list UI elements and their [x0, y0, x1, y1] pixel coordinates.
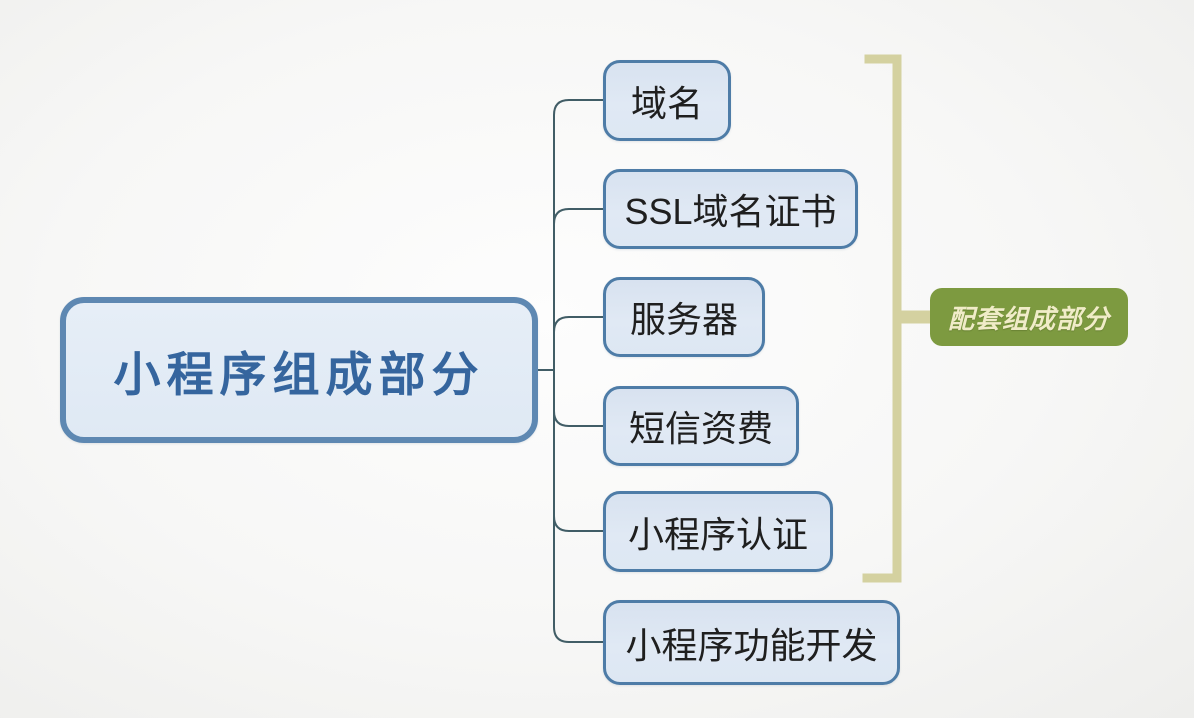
node-label: 域名	[630, 82, 703, 124]
node-root-miniprogram-components[interactable]: 小程序组成部分	[60, 297, 538, 443]
node-miniprogram-feature-development[interactable]: 小程序功能开发	[603, 600, 900, 685]
node-ssl-certificate[interactable]: SSL域名证书	[603, 169, 858, 249]
node-sms-fees[interactable]: 短信资费	[603, 386, 799, 466]
node-label: 服务器	[629, 299, 738, 340]
connector-sms	[553, 369, 605, 427]
connector-ssl	[553, 208, 605, 371]
node-server[interactable]: 服务器	[603, 277, 765, 357]
node-label: SSL域名证书	[624, 191, 837, 232]
connector-certification	[553, 369, 605, 532]
connector-server	[553, 316, 605, 371]
group-label-supporting-components[interactable]: 配套组成部分	[930, 288, 1128, 346]
node-miniprogram-certification[interactable]: 小程序认证	[603, 491, 833, 572]
node-domain-name[interactable]: 域名	[603, 60, 731, 141]
node-root-label: 小程序组成部分	[113, 347, 485, 401]
node-label: 短信资费	[628, 408, 773, 449]
group-bracket	[862, 54, 902, 583]
connector-development	[553, 369, 605, 643]
node-label: 小程序认证	[627, 513, 808, 555]
group-label-text: 配套组成部分	[947, 303, 1110, 334]
node-label: 小程序功能开发	[625, 624, 878, 666]
connector-domain	[553, 99, 605, 371]
